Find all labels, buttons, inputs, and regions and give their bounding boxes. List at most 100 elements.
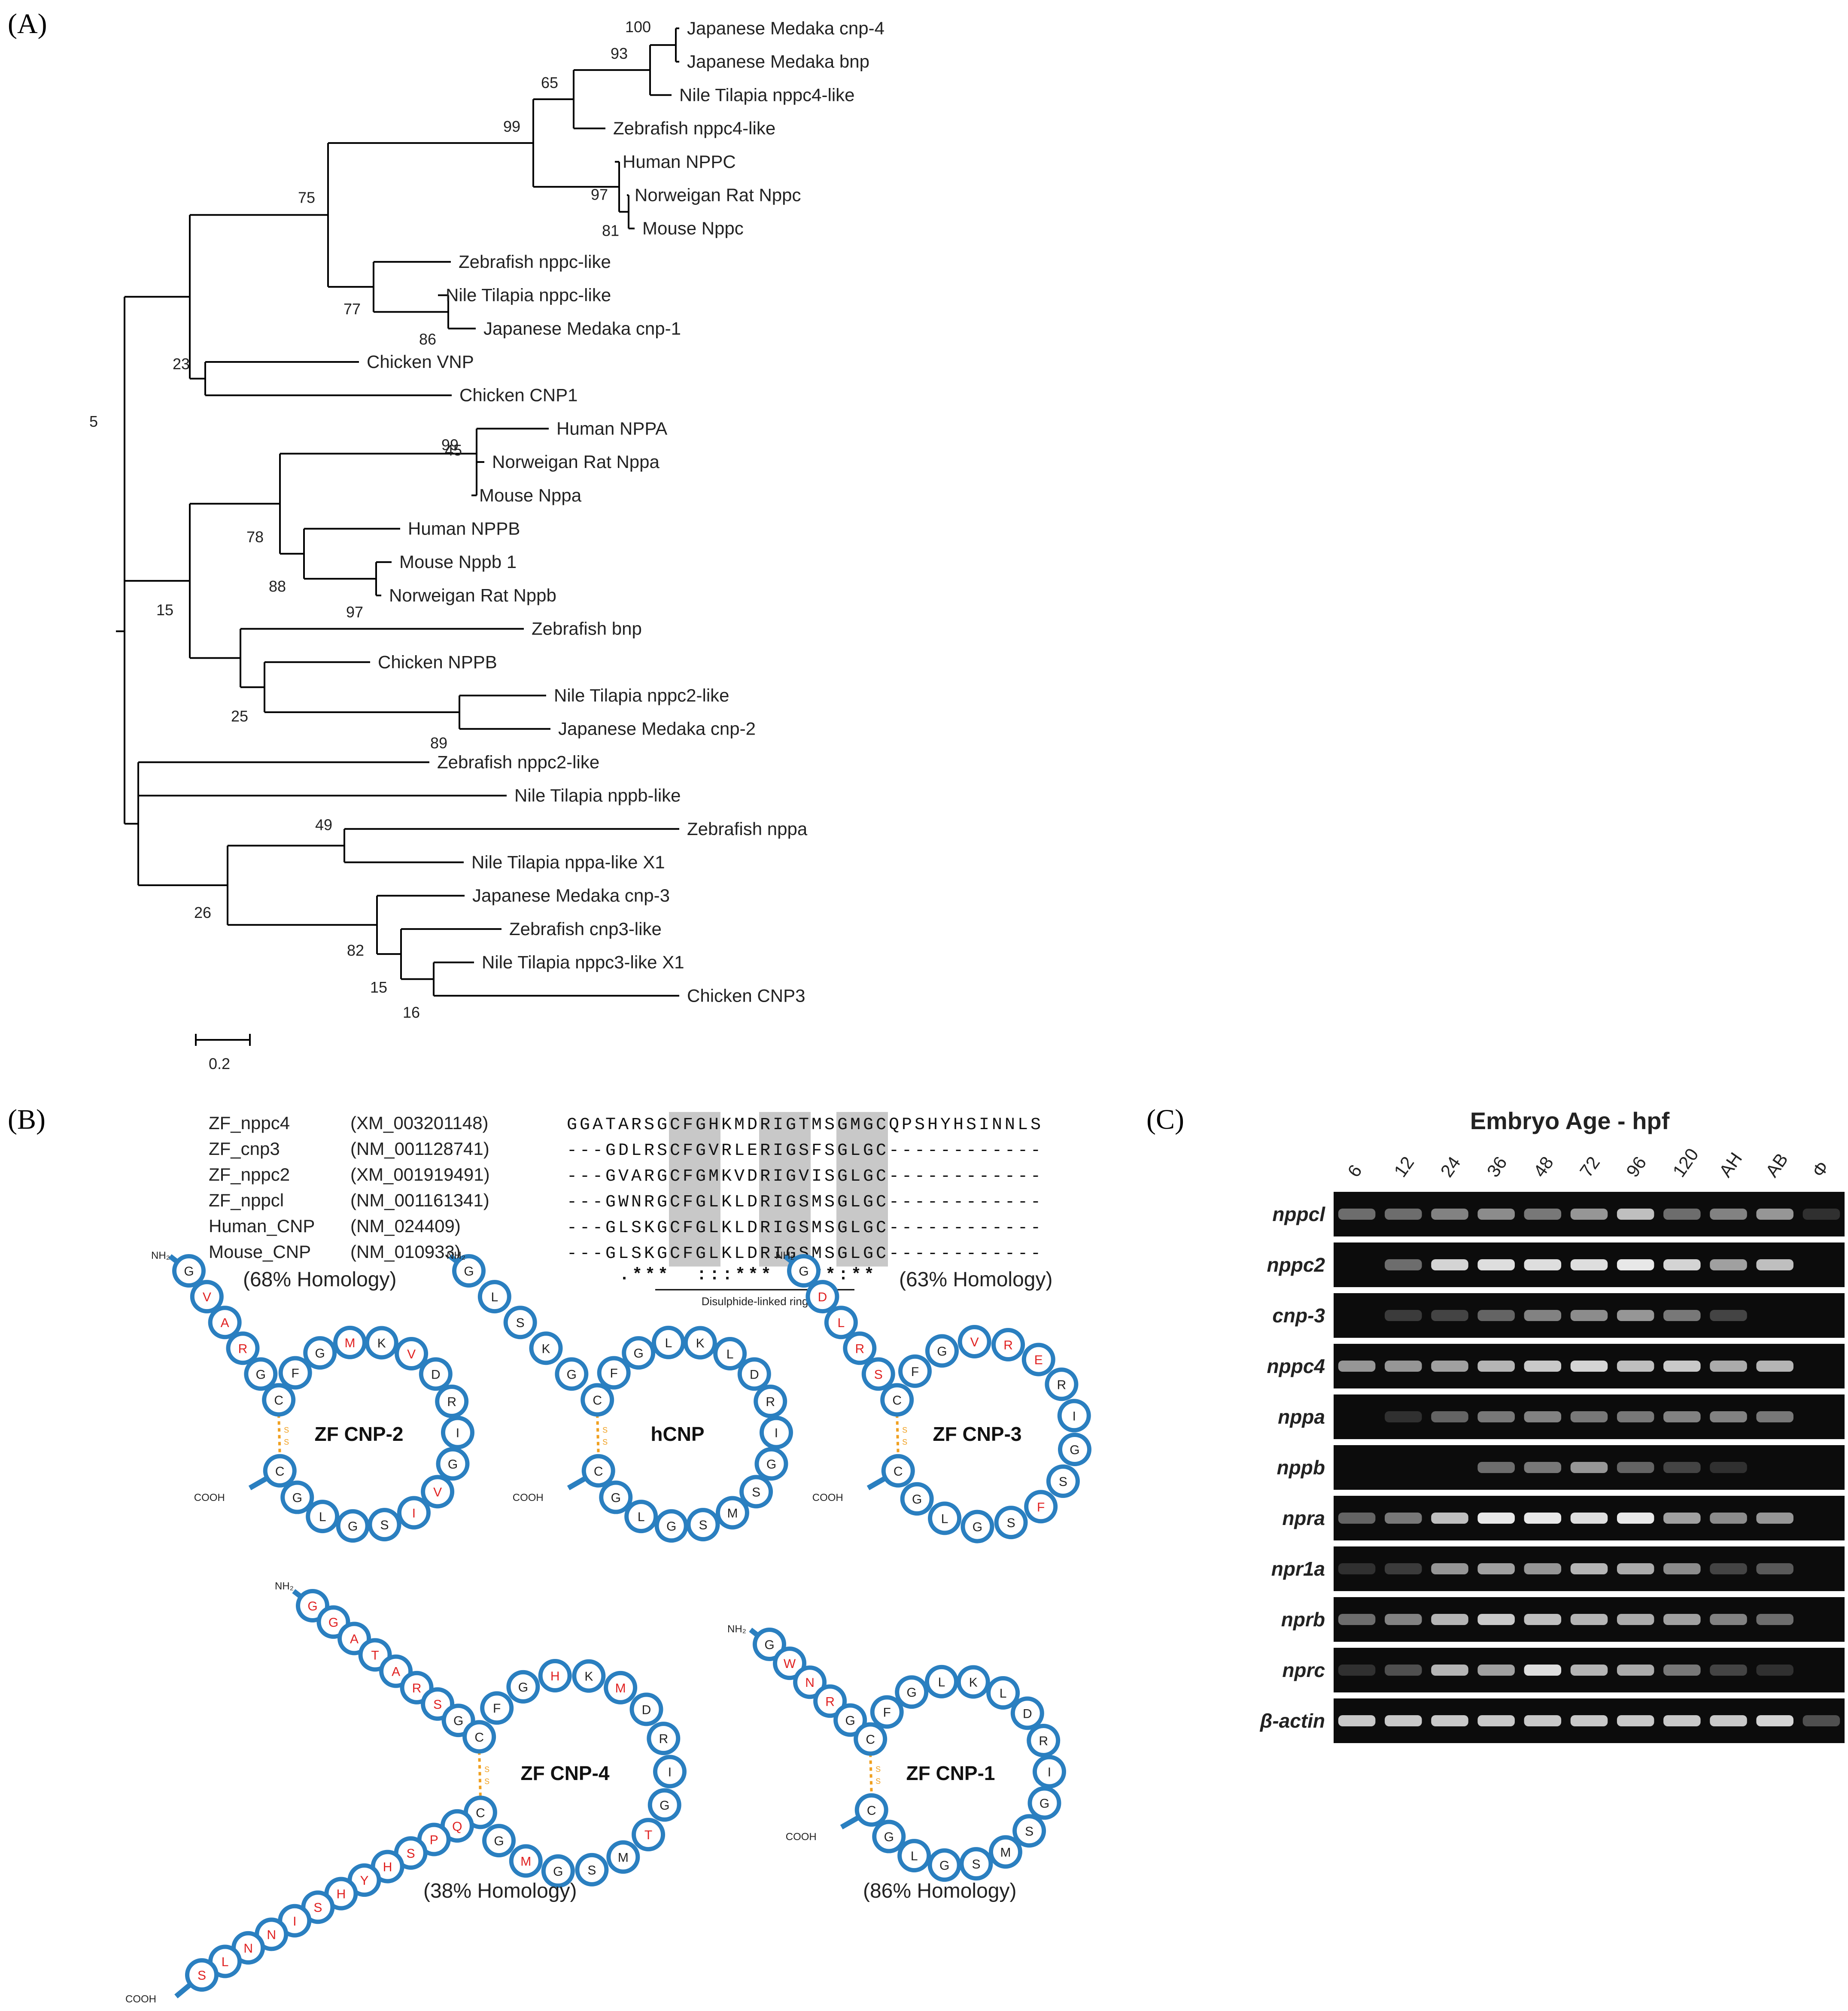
gel-band — [1710, 1563, 1747, 1574]
amino-acid-residue: G — [927, 1848, 961, 1882]
amino-acid-residue: G — [436, 1447, 470, 1481]
amino-acid-residue: D — [419, 1357, 453, 1391]
peptide-title: ZF CNP-1 — [906, 1762, 995, 1784]
n-terminus-label: NH₂ — [151, 1250, 170, 1261]
svg-text:V: V — [433, 1485, 442, 1499]
svg-text:F: F — [883, 1705, 891, 1719]
gel-band — [1710, 1715, 1747, 1726]
scale-label: 0.2 — [209, 1055, 230, 1072]
conserved-column — [708, 1112, 720, 1267]
gel-band — [1431, 1259, 1468, 1270]
svg-text:I: I — [293, 1914, 296, 1929]
svg-text:C: C — [274, 1393, 283, 1407]
gene-label: npr1a — [1271, 1558, 1325, 1580]
amino-acid-residue: K — [365, 1326, 398, 1360]
alignment-accession: (XM_001919491) — [350, 1164, 490, 1185]
amino-acid-residue: S — [185, 1958, 219, 1992]
peptide-title: ZF CNP-2 — [315, 1423, 404, 1445]
bootstrap-value: 26 — [194, 904, 211, 921]
gel-band — [1477, 1665, 1515, 1676]
amino-acid-residue: C — [880, 1383, 914, 1417]
amino-acid-residue: R — [647, 1722, 681, 1756]
svg-text:G: G — [666, 1519, 676, 1534]
svg-text:G: G — [973, 1520, 982, 1534]
svg-text:M: M — [618, 1850, 629, 1865]
gel-band — [1617, 1563, 1654, 1574]
amino-acid-residue: C — [854, 1793, 888, 1827]
amino-acid-residue: G — [482, 1824, 516, 1858]
gel-band — [1524, 1209, 1562, 1220]
gel-band — [1431, 1614, 1468, 1625]
gel-band — [1524, 1259, 1562, 1270]
svg-text:M: M — [615, 1681, 626, 1695]
svg-text:D: D — [750, 1367, 759, 1382]
amino-acid-residue: Q — [440, 1809, 474, 1843]
svg-text:L: L — [491, 1290, 498, 1304]
gel-band — [1477, 1259, 1515, 1270]
svg-text:R: R — [1003, 1338, 1013, 1352]
svg-text:S: S — [972, 1857, 980, 1871]
amino-acid-residue: G — [303, 1336, 337, 1370]
amino-acid-residue: V — [395, 1337, 429, 1371]
gel-band — [1431, 1715, 1468, 1726]
svg-text:S: S — [380, 1518, 389, 1532]
lane-label: Φ — [1808, 1157, 1833, 1181]
gel-band — [1570, 1513, 1608, 1524]
amino-acid-residue: R — [435, 1385, 469, 1419]
svg-text:S: S — [602, 1438, 608, 1446]
amino-acid-residue: R — [843, 1331, 877, 1365]
alignment-name: ZF_cnp3 — [209, 1139, 280, 1159]
gel-band — [1570, 1715, 1608, 1726]
alignment-accession: (NM_001161341) — [350, 1190, 489, 1210]
svg-text:R: R — [825, 1695, 835, 1709]
amino-acid-residue: R — [991, 1328, 1025, 1361]
svg-text:K: K — [584, 1670, 593, 1684]
amino-acid-residue: H — [538, 1659, 572, 1693]
gel-band — [1524, 1665, 1562, 1676]
taxon-label: Nile Tilapia nppc3-like X1 — [482, 952, 684, 972]
lane-label: 120 — [1669, 1145, 1702, 1181]
amino-acid-residue: D — [629, 1692, 663, 1726]
svg-text:I: I — [456, 1426, 459, 1440]
amino-acid-residue: F — [597, 1356, 631, 1390]
gene-label: nppc2 — [1267, 1254, 1325, 1276]
bootstrap-value: 93 — [611, 45, 628, 62]
bootstrap-value: 99 — [441, 436, 459, 454]
svg-text:S: S — [875, 1765, 881, 1774]
gel-band — [1570, 1665, 1608, 1676]
svg-text:L: L — [319, 1510, 326, 1524]
gel-band — [1710, 1259, 1747, 1270]
gel-band — [1756, 1411, 1793, 1422]
gel-band — [1663, 1715, 1701, 1726]
svg-text:Y: Y — [360, 1874, 369, 1888]
amino-acid-residue: G — [754, 1447, 788, 1481]
svg-text:H: H — [550, 1669, 560, 1683]
svg-text:D: D — [642, 1703, 651, 1717]
gene-label: nppa — [1278, 1406, 1325, 1428]
svg-text:I: I — [1048, 1765, 1051, 1780]
amino-acid-residue: S — [575, 1853, 609, 1886]
gel-band — [1663, 1411, 1701, 1422]
svg-text:K: K — [377, 1337, 386, 1351]
gel-band — [1756, 1259, 1793, 1270]
amino-acid-residue: F — [898, 1354, 932, 1388]
svg-text:R: R — [412, 1681, 422, 1695]
bootstrap-value: 99 — [503, 118, 520, 135]
lane-label: AH — [1715, 1148, 1746, 1181]
svg-text:L: L — [941, 1512, 948, 1526]
gel-band — [1802, 1209, 1840, 1220]
gel-band — [1385, 1563, 1422, 1574]
gel-band — [1756, 1209, 1793, 1220]
gel-band — [1385, 1614, 1422, 1625]
svg-text:H: H — [383, 1860, 392, 1874]
gel-band — [1710, 1614, 1747, 1625]
gene-label: npra — [1282, 1507, 1325, 1529]
amino-acid-residue: R — [400, 1671, 434, 1704]
gel-band — [1570, 1361, 1608, 1372]
taxon-label: Chicken CNP3 — [687, 985, 805, 1006]
gel-band — [1385, 1411, 1422, 1422]
svg-text:R: R — [238, 1342, 248, 1356]
gel-band — [1617, 1310, 1654, 1321]
lane-label: AB — [1762, 1149, 1792, 1181]
